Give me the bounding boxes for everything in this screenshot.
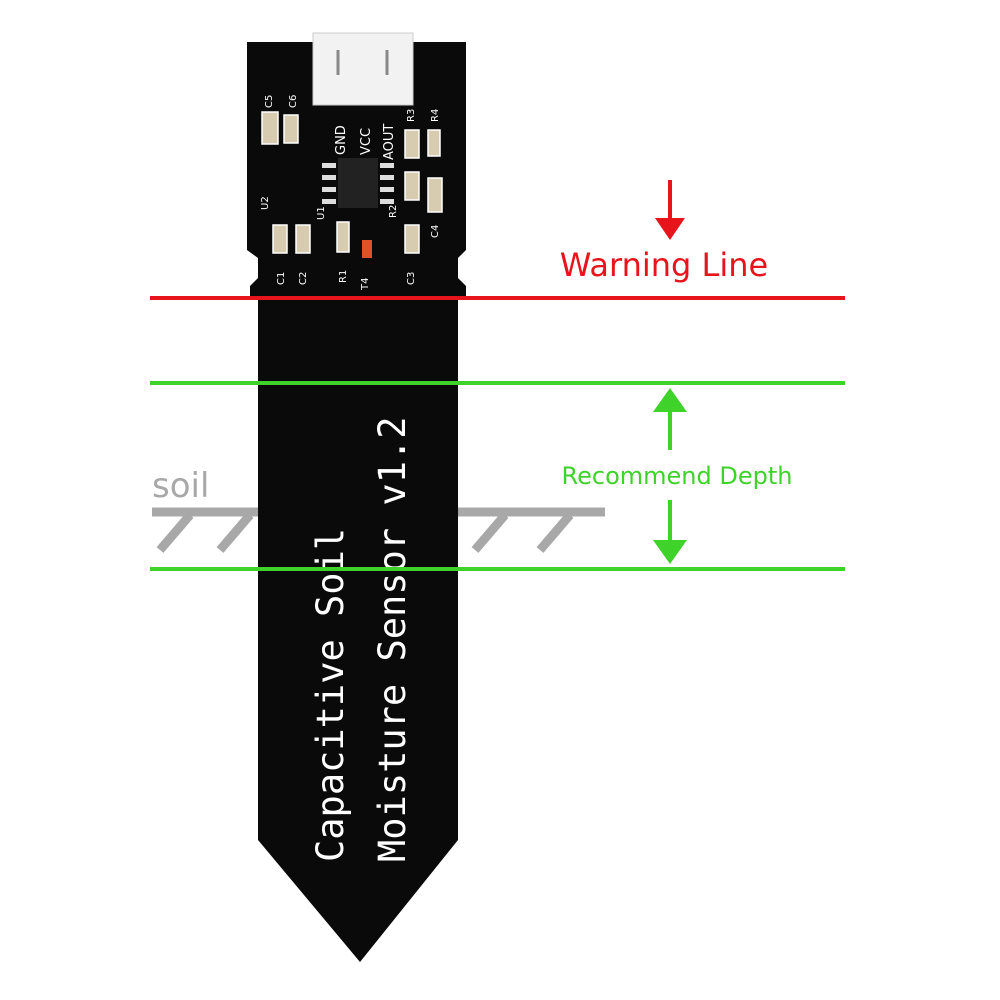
label-c6: C6 xyxy=(288,95,299,108)
sensor-board xyxy=(247,42,466,962)
label-c1: C1 xyxy=(276,272,287,285)
led-indicator xyxy=(362,240,372,258)
warning-label: Warning Line xyxy=(560,246,768,284)
label-u2: U2 xyxy=(260,196,271,210)
pin-gnd: GND xyxy=(334,125,349,155)
arrow-up-icon xyxy=(653,388,687,450)
recommend-depth-label: Recommend Depth xyxy=(562,462,793,490)
label-r3: R3 xyxy=(406,109,417,122)
label-r4: R4 xyxy=(430,109,441,122)
soil-label: soil xyxy=(152,466,209,506)
pin-aout: AOUT xyxy=(382,124,397,160)
label-c5: C5 xyxy=(264,95,275,108)
pin-vcc: VCC xyxy=(359,128,374,155)
label-r2: R2 xyxy=(388,205,399,218)
ic-chip xyxy=(338,158,378,208)
board-title-line2: Moisture Sensor v1.2 xyxy=(371,416,414,862)
label-c4: C4 xyxy=(430,225,441,238)
arrow-down-icon xyxy=(653,500,687,564)
board-title-line1: Capacitive Soil xyxy=(309,528,352,862)
arrow-down-icon xyxy=(655,180,685,240)
label-r1: R1 xyxy=(338,270,349,283)
label-c3: C3 xyxy=(406,272,417,285)
label-t4: T4 xyxy=(360,278,371,291)
jst-connector xyxy=(312,32,414,106)
label-c2: C2 xyxy=(298,272,309,285)
smd-components xyxy=(261,111,443,254)
label-u1: U1 xyxy=(316,206,327,220)
